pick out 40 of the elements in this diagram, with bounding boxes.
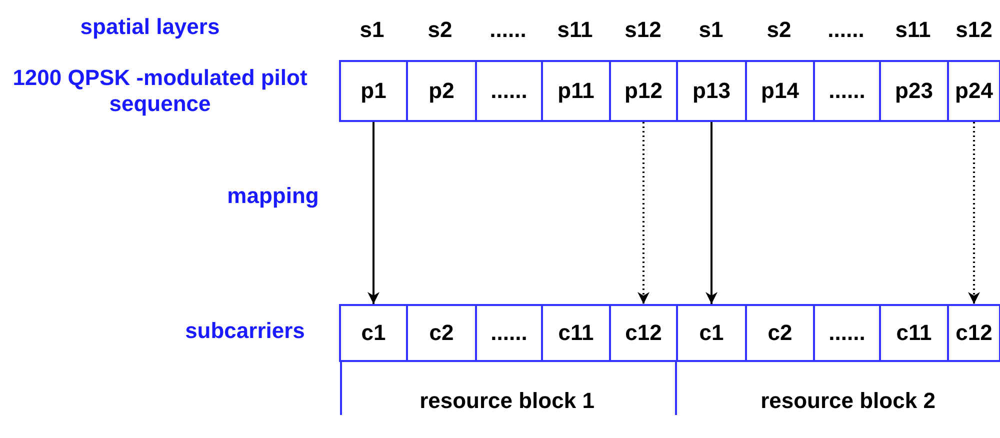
layer-label: s1 xyxy=(358,17,386,43)
subcarrier-cell: c2 xyxy=(745,304,815,362)
layer-label: ...... xyxy=(488,17,528,43)
subcarrier-cell: c12 xyxy=(947,304,1000,362)
row-label: 1200 QPSK -modulated pilot sequence xyxy=(12,65,308,117)
pilot-cell: p13 xyxy=(676,60,747,122)
layer-label: s2 xyxy=(766,17,792,43)
pilot-cell: p12 xyxy=(609,60,678,122)
subcarrier-cell: c11 xyxy=(879,304,949,362)
bracket-label: resource block 1 xyxy=(418,388,596,414)
layer-label: s2 xyxy=(426,17,454,43)
arrow xyxy=(368,122,380,304)
row-label: mapping xyxy=(226,183,320,209)
subcarrier-cell: c12 xyxy=(609,304,678,362)
row-label: spatial layers xyxy=(79,14,221,40)
subcarrier-cell: c1 xyxy=(339,304,408,362)
subcarrier-cell: c1 xyxy=(676,304,747,362)
layer-label: ...... xyxy=(826,17,866,43)
layer-label: s1 xyxy=(698,17,724,43)
subcarrier-cell: ...... xyxy=(475,304,543,362)
subcarrier-cell: c2 xyxy=(406,304,477,362)
layer-label: s12 xyxy=(624,17,662,43)
pilot-cell: ...... xyxy=(813,60,881,122)
bracket-label: resource block 2 xyxy=(760,388,936,414)
layer-label: s12 xyxy=(954,17,994,43)
pilot-cell: ...... xyxy=(475,60,543,122)
dotted-arrow xyxy=(968,122,980,304)
pilot-cell: p14 xyxy=(745,60,815,122)
arrow xyxy=(706,122,718,304)
pilot-cell: p1 xyxy=(339,60,408,122)
pilot-cell: p11 xyxy=(541,60,611,122)
layer-label: s11 xyxy=(556,17,594,43)
row-label: subcarriers xyxy=(184,318,306,344)
pilot-cell: p2 xyxy=(406,60,477,122)
layer-label: s11 xyxy=(894,17,932,43)
subcarrier-cell: c11 xyxy=(541,304,611,362)
subcarrier-cell: ...... xyxy=(813,304,881,362)
dotted-arrow xyxy=(638,122,650,304)
pilot-cell: p23 xyxy=(879,60,949,122)
pilot-cell: p24 xyxy=(947,60,1000,122)
